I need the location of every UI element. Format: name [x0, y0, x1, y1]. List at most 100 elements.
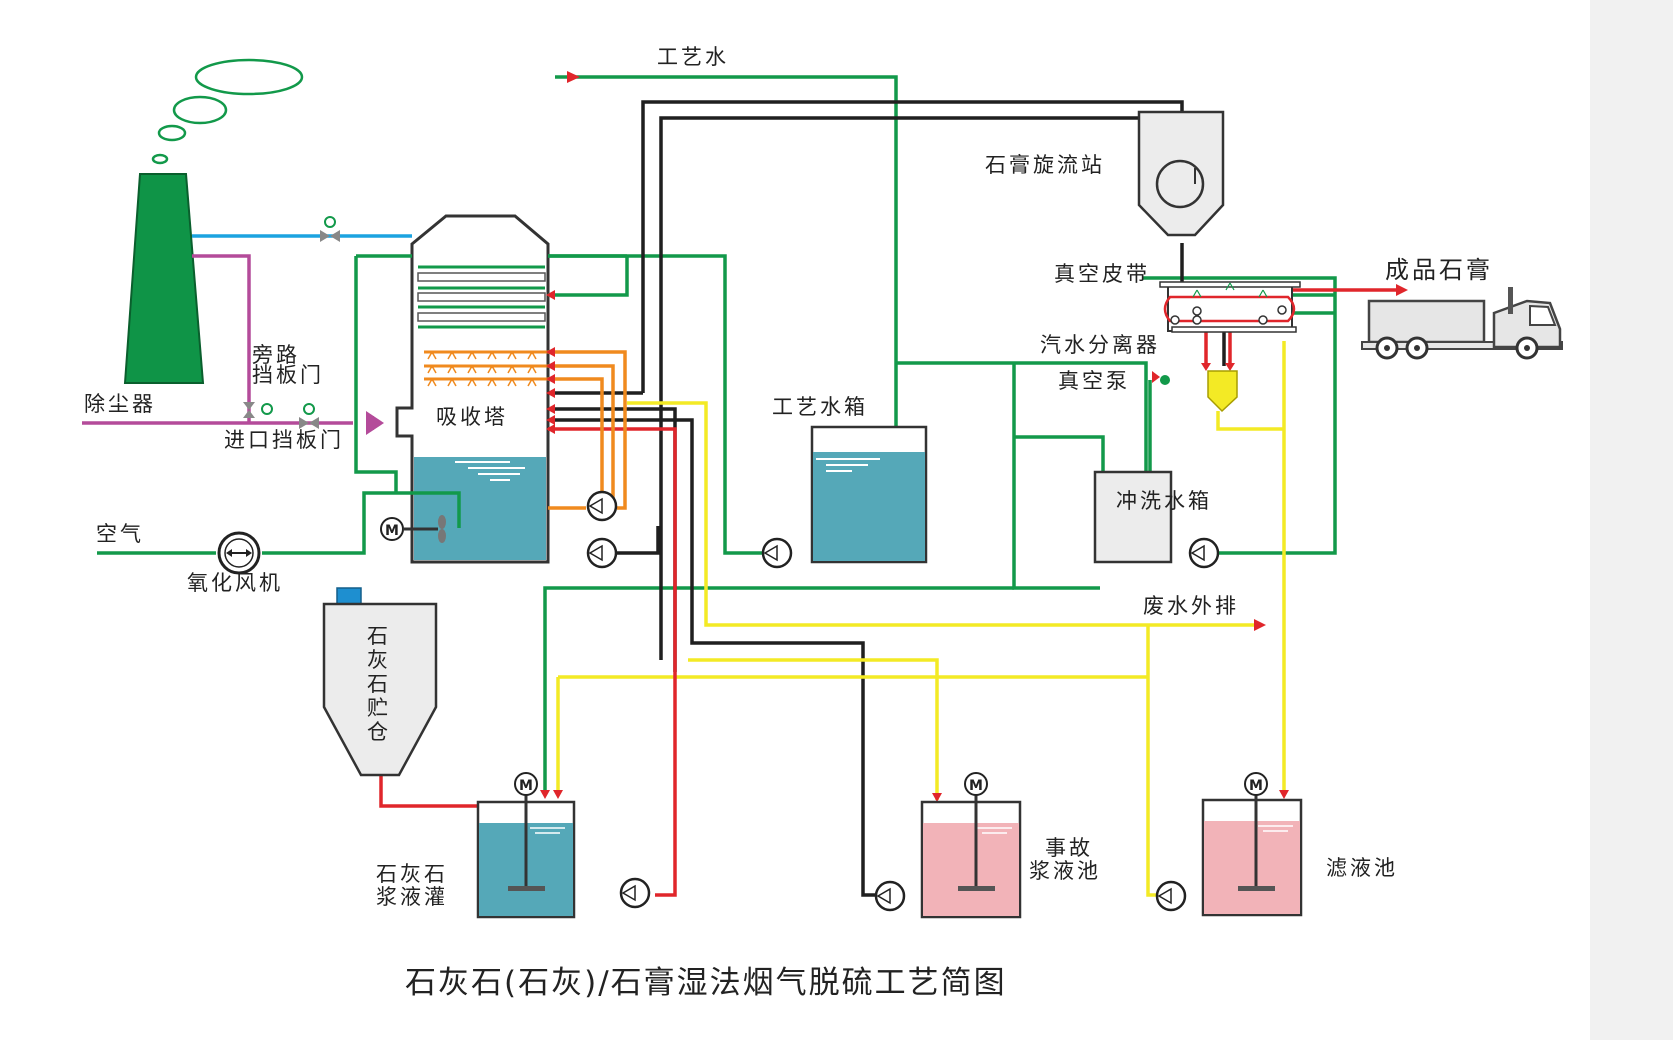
arrow-icon [546, 388, 555, 398]
outlet-damper-icon [320, 216, 340, 242]
recirculation-pump-icon [586, 490, 618, 522]
finished-gypsum-label: 成品石膏 [1385, 256, 1493, 284]
silo-label-char-1: 石 [367, 624, 391, 648]
dust-collector-label: 除尘器 [84, 392, 156, 416]
arrow-icon [546, 374, 555, 384]
absorber-tower: M [380, 214, 550, 564]
flush-water-tank-label: 冲洗水箱 [1116, 489, 1212, 513]
separator-drain [1216, 411, 1284, 431]
flush-tank-feed [1014, 435, 1105, 472]
oxidation-fan-icon [217, 531, 261, 575]
arrow-icon [932, 793, 942, 802]
mist-eliminator [417, 265, 546, 329]
separator-label: 汽水分离器 [1040, 333, 1160, 357]
water-tank-return [548, 254, 763, 555]
oxidation-air-line [262, 491, 461, 555]
absorber-slurry [414, 457, 546, 560]
chimney [123, 58, 304, 384]
air-label: 空气 [96, 522, 144, 546]
arrow-icon [546, 290, 555, 300]
process-water-tank [810, 425, 928, 564]
stack-body [123, 173, 205, 384]
silo-label-char-2: 灰 [367, 648, 391, 672]
flush-water-tank [1093, 470, 1173, 564]
emergency-tank-label-1: 事故 [1045, 836, 1093, 860]
filtrate-to-emergency [688, 658, 939, 800]
bypass-damper-icon [243, 402, 273, 418]
limestone-silo [322, 587, 438, 777]
motor-label: M [519, 778, 533, 794]
spray-level-3 [548, 377, 604, 508]
pumps [586, 490, 1220, 912]
flush-water-pump-icon [1188, 537, 1220, 569]
absorber-agitator: M [380, 515, 446, 543]
emergency-slurry-tank: M [920, 772, 1022, 919]
absorber-label: 吸收塔 [436, 405, 508, 429]
silo-top-hatch [336, 587, 362, 605]
vacuum-belt-label: 真空皮带 [1054, 262, 1150, 286]
filtrate-return-top [627, 401, 1255, 627]
spray-level-2 [548, 364, 615, 508]
arrow-icon [1254, 619, 1266, 631]
vacuum-pump-label: 真空泵 [1058, 369, 1130, 393]
arrow-icon [567, 71, 580, 83]
emergency-tank-label-2: 浆液池 [1029, 859, 1101, 883]
arrow-icon [546, 415, 555, 425]
arrow-icon [546, 347, 555, 357]
arrow-icon [553, 790, 563, 799]
oxidation-fan-label: 氧化风机 [187, 571, 283, 595]
emergency-slurry-line [548, 418, 878, 897]
spray-nozzles [427, 351, 537, 387]
gypsum-slurry-piping [548, 100, 1226, 897]
spray-headers [424, 350, 548, 381]
bypass-gas-line [192, 254, 251, 423]
filtrate-tank-label: 滤液池 [1326, 856, 1398, 880]
limestone-tank-label-1: 石灰石 [376, 862, 448, 886]
silo-label-char-3: 石 [367, 672, 391, 696]
silo-to-tank [379, 775, 481, 808]
wastewater-label: 废水外排 [1143, 594, 1239, 618]
absorber-bleed-pump [617, 526, 660, 555]
arrow-icon [1279, 790, 1289, 799]
spray-piping [548, 350, 627, 510]
arrow-icon [1225, 363, 1235, 371]
me-wash-mid [548, 256, 629, 297]
absorber-bleed-pump-icon [586, 537, 618, 569]
smoke-puff [172, 95, 228, 125]
steam-water-separator [1207, 370, 1238, 413]
motor-label: M [1249, 778, 1263, 794]
diagram-title: 石灰石(石灰)/石膏湿法烟气脱硫工艺简图 [405, 965, 1007, 1001]
limestone-tank-water [543, 586, 1014, 790]
bypass-label-2: 挡板门 [252, 363, 324, 387]
process-water-tank-label: 工艺水箱 [772, 395, 868, 419]
process-water-pump-icon [761, 537, 793, 569]
arrow-icon [546, 361, 555, 371]
silo-label-char-4: 贮 [367, 696, 391, 720]
filtrate-tank: M [1201, 772, 1303, 917]
silo-label-char-5: 仓 [367, 720, 391, 744]
cyclone-return-line [659, 116, 1139, 660]
inlet-damper-label: 进口挡板门 [224, 428, 344, 452]
slurry-to-cyclone-outer [641, 100, 1184, 393]
motor-label: M [969, 778, 983, 794]
smoke-puff [194, 58, 304, 96]
motor-label: M [385, 523, 399, 539]
limestone-tank-label-2: 浆液灌 [376, 885, 448, 909]
process-water-label: 工艺水 [657, 45, 729, 69]
inlet-damper-icon [299, 403, 319, 429]
labels: 工艺水 石膏旋流站 真空皮带 成品石膏 汽水分离器 真空泵 旁路 挡板门 除尘器… [84, 45, 1493, 1001]
vacuum-belt-filter [1159, 281, 1301, 333]
flue-gas-piping [82, 216, 412, 435]
limestone-slurry-tank: M [476, 772, 576, 919]
smoke-puff [157, 124, 187, 142]
arrow-icon [546, 424, 555, 434]
gypsum-cyclone-station [1137, 110, 1225, 237]
filtrate-pump-line [1146, 625, 1165, 897]
gypsum-cyclone-label: 石膏旋流站 [985, 153, 1105, 177]
bypass-label-1: 旁路 [252, 343, 300, 367]
vacuum-pump-junction [1160, 375, 1170, 385]
arrow-icon [1201, 363, 1211, 371]
process-water-piping [97, 75, 1337, 790]
